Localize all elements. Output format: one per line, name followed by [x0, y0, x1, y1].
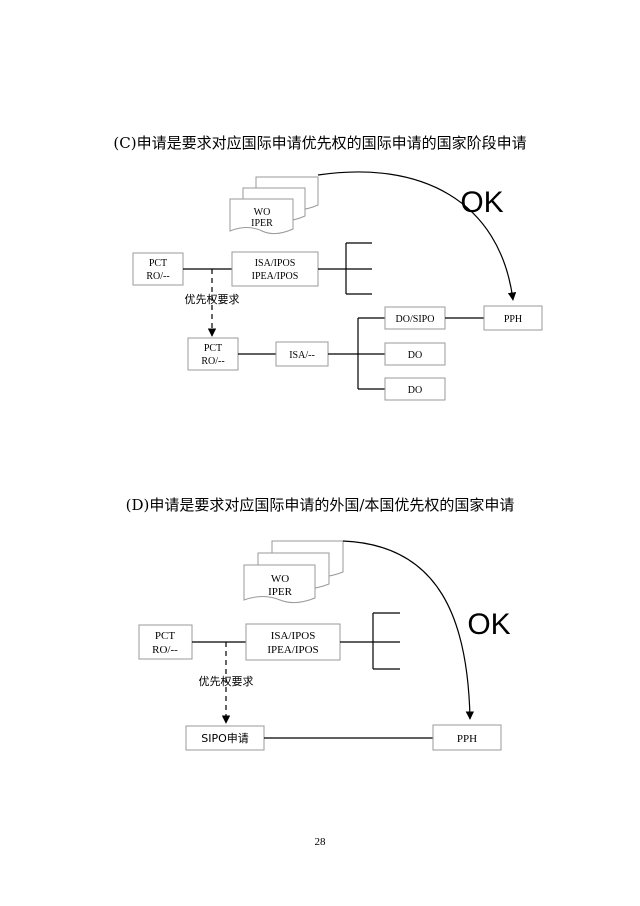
priority-label-d: 优先权要求 — [199, 675, 254, 688]
pct-ro-box-c — [132, 252, 184, 286]
ok-arrow-c — [317, 171, 517, 301]
do-box-1-c — [384, 342, 446, 366]
doc-iper-label-d: IPER — [268, 586, 293, 598]
diagram-c: WO IPER OK PCT RO/-- ISA/IPOS IPEA/IPOS … — [132, 171, 543, 401]
ipea-ipos-label-c: IPEA/IPOS — [252, 271, 299, 282]
do-box-2-c — [384, 377, 446, 401]
priority-label-c: 优先权要求 — [185, 293, 240, 306]
isa-ipos-label-d: ISA/IPOS — [271, 630, 316, 642]
pct2-label-c: PCT — [204, 343, 222, 354]
do-label-1-c: DO — [408, 350, 422, 361]
ipea-ipos-label-d: IPEA/IPOS — [267, 644, 318, 656]
pph-box-c — [483, 305, 543, 331]
ro2-label-c: RO/-- — [201, 356, 224, 367]
do-sipo-label-c: DO/SIPO — [396, 314, 435, 325]
sipo-application-label-d: SIPO申请 — [201, 732, 249, 745]
ok-label-c: OK — [460, 186, 503, 219]
sipo-application-box-d — [185, 725, 265, 751]
pct-label-d: PCT — [155, 630, 175, 642]
isa-box-c — [275, 341, 329, 367]
section-d-title: (D)申请是要求对应国际申请的外国/本国优先权的国家申请 — [125, 496, 515, 514]
document-stack-c: WO IPER — [229, 176, 319, 235]
doc-wo-label-d: WO — [271, 573, 289, 585]
diagram-d: WO IPER OK PCT RO/-- ISA/IPOS IPEA/IPOS … — [138, 540, 511, 751]
ro-label-c: RO/-- — [146, 271, 169, 282]
isa2-label-c: ISA/-- — [289, 350, 315, 361]
pph-label-d: PPH — [457, 733, 477, 745]
pct-label-c: PCT — [149, 258, 167, 269]
doc-wo-label: WO — [254, 207, 271, 218]
isa-ipos-box-c — [231, 251, 319, 287]
isa-ipos-label-c: ISA/IPOS — [255, 258, 296, 269]
do-label-2-c: DO — [408, 385, 422, 396]
pph-label-c: PPH — [504, 314, 522, 325]
ok-label-d: OK — [467, 608, 510, 641]
doc-iper-label: IPER — [251, 218, 273, 229]
document-stack-d: WO IPER — [243, 540, 344, 604]
ro-label-d: RO/-- — [152, 644, 178, 656]
ok-arrow-d — [342, 540, 475, 720]
page-number: 28 — [314, 836, 326, 848]
section-c-title: (C)申请是要求对应国际申请优先权的国际申请的国家阶段申请 — [113, 134, 527, 152]
pph-box-d — [432, 724, 502, 751]
